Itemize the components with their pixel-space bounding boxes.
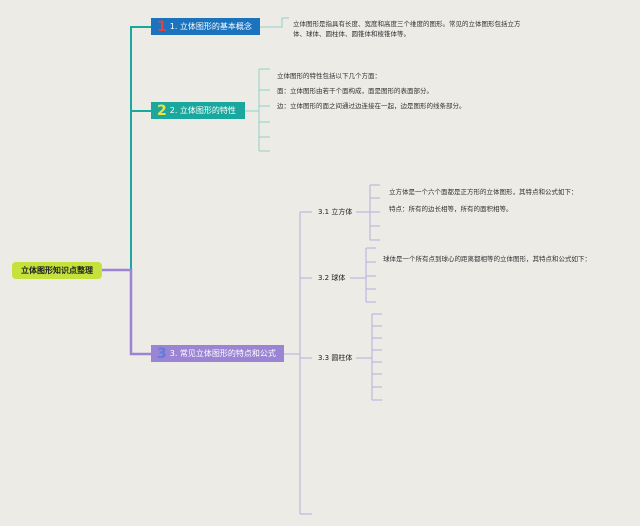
subtopic-cube[interactable]: 3.1 立方体	[318, 208, 353, 216]
cube-leaf-ticks	[370, 184, 380, 241]
sphere-desc: 球体是一个所有点到球心的距离都相等的立体图形，其特点和公式如下：	[383, 255, 591, 263]
topic-label: 1. 立体图形的基本概念	[169, 22, 252, 31]
link-cylinder-bracket	[356, 314, 373, 400]
text-line: 体、球体、圆柱体、圆锥体和棱锥体等。	[293, 30, 410, 38]
topic2-leaf-ticks	[259, 68, 270, 152]
topic-properties[interactable]: 2 2. 立体图形的特性	[151, 102, 245, 119]
link-cube-bracket	[356, 185, 371, 240]
topic-shapes-formulas[interactable]: 3 3. 常见立体图形的特点和公式	[151, 345, 284, 362]
topic2-edge: 边：立体图形的面之间通过边连接在一起，边是图形的线条部分。	[277, 102, 466, 110]
subtopic-cylinder[interactable]: 3.3 圆柱体	[318, 354, 353, 362]
topic-label: 3. 常见立体图形的特点和公式	[169, 349, 276, 358]
root-topic[interactable]: 立体图形知识点整理	[12, 262, 102, 279]
topic-label: 2. 立体图形的特性	[169, 106, 236, 115]
topic-number-badge: 2	[157, 102, 167, 119]
link-root-topic1	[102, 26, 151, 271]
cylinder-leaf-ticks	[372, 313, 382, 401]
link-topic2-bracket	[245, 69, 260, 151]
topic-number-badge: 1	[157, 18, 167, 35]
topic2-intro: 立体图形的特性包括以下几个方面：	[277, 72, 381, 80]
subtopic-sphere[interactable]: 3.2 球体	[318, 274, 346, 282]
link-topic1-text	[260, 17, 289, 28]
link-sphere-bracket	[350, 248, 367, 302]
text-line: 立体图形是指具有长度、宽度和高度三个维度的图形。常见的立体图形包括立方	[293, 20, 521, 28]
topic2-face: 面：立体图形由若干个面构成，面是图形的表面部分。	[277, 87, 433, 95]
link-root-topic3	[102, 268, 151, 356]
sphere-leaf-ticks	[366, 247, 376, 303]
topic1-text: 立体图形是指具有长度、宽度和高度三个维度的图形。常见的立体图形包括立方 体、球体…	[293, 19, 593, 39]
cube-desc: 立方体是一个六个面都是正方形的立体图形，其特点和公式如下：	[389, 188, 578, 196]
topic-number-badge: 3	[157, 345, 167, 362]
topic-basic-concept[interactable]: 1 1. 立体图形的基本概念	[151, 18, 260, 35]
link-topic3-bracket	[284, 212, 301, 514]
topic3-leaf-ticks	[300, 211, 312, 515]
cube-feature: 特点：所有的边长相等，所有的面积相等。	[389, 205, 513, 213]
